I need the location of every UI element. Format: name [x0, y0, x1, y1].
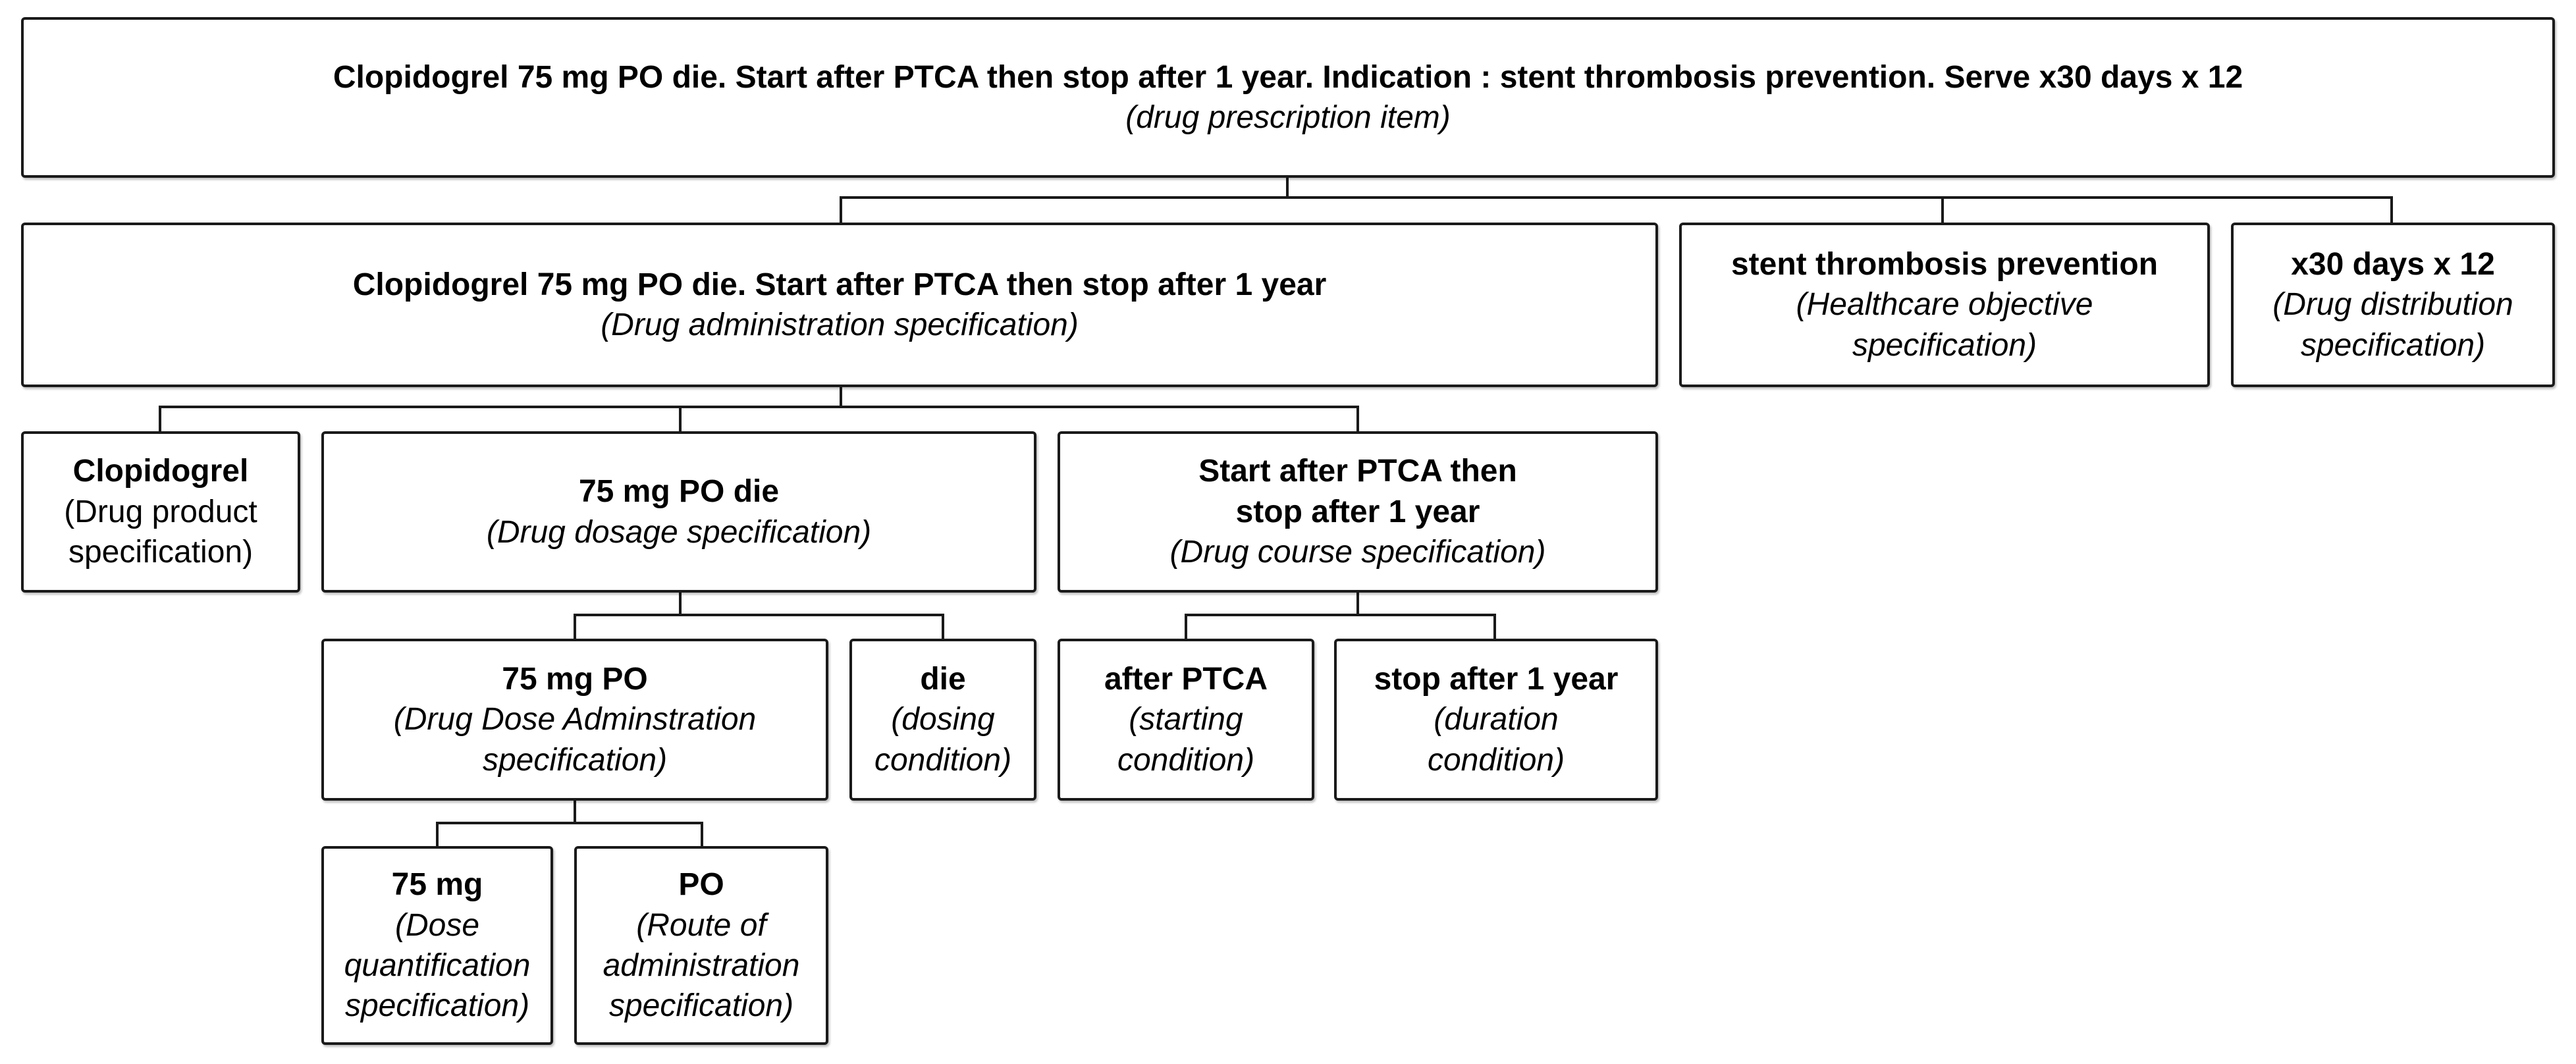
node-role: (Drug Dose Adminstration: [393, 702, 757, 737]
node-role: condition): [1427, 742, 1565, 778]
node-drug-dose-administration-spec: 75 mg PO (Drug Dose Adminstration specif…: [321, 639, 828, 801]
node-title: Clopidogrel 75 mg PO die. Start after PT…: [352, 267, 1327, 302]
node-drug-prescription-item: Clopidogrel 75 mg PO die. Start after PT…: [21, 17, 2555, 178]
node-drug-distribution-spec: x30 days x 12 (Drug distribution specifi…: [2231, 223, 2555, 387]
node-title: 75 mg: [391, 867, 483, 903]
node-title: stop after 1 year: [1374, 661, 1619, 697]
node-healthcare-objective-spec: stent thrombosis prevention (Healthcare …: [1679, 223, 2210, 387]
node-dose-quantification-spec: 75 mg (Dose quantification specification…: [321, 846, 553, 1045]
node-role: specification): [2300, 327, 2486, 363]
node-route-of-administration-spec: PO (Route of administration specificatio…: [574, 846, 828, 1045]
node-role: (Drug distribution: [2272, 287, 2513, 323]
node-role: condition): [1117, 742, 1255, 778]
node-duration-condition: stop after 1 year (duration condition): [1334, 639, 1658, 801]
node-title: stop after 1 year: [1235, 494, 1480, 529]
node-role: (Drug course specification): [1169, 535, 1546, 570]
node-title: die: [920, 661, 966, 697]
node-role: (dosing: [891, 702, 995, 737]
node-starting-condition: after PTCA (starting condition): [1058, 639, 1314, 801]
connector-course-children: [1185, 591, 1496, 639]
node-title: stent thrombosis prevention: [1731, 246, 2159, 282]
node-role: specification): [344, 988, 530, 1024]
node-title: 75 mg PO die: [578, 474, 780, 510]
node-role: (Drug product: [64, 494, 257, 529]
node-title: Clopidogrel: [72, 454, 249, 489]
connector-root-children: [840, 176, 2393, 223]
node-title: PO: [678, 867, 724, 903]
node-role: (Drug administration specification): [601, 307, 1079, 342]
node-role: (Route of: [636, 907, 766, 943]
node-title: Clopidogrel 75 mg PO die. Start after PT…: [333, 59, 2243, 95]
node-title: after PTCA: [1104, 661, 1268, 697]
node-role: (duration: [1434, 702, 1559, 737]
node-drug-dosage-spec: 75 mg PO die (Drug dosage specification): [321, 431, 1036, 593]
node-title: 75 mg PO: [502, 661, 648, 697]
node-role: specification): [1852, 327, 2037, 363]
node-drug-product-spec: Clopidogrel (Drug product specification): [21, 431, 300, 593]
node-role: (starting: [1129, 702, 1243, 737]
node-drug-administration-spec: Clopidogrel 75 mg PO die. Start after PT…: [21, 223, 1658, 387]
node-role: specification): [608, 988, 794, 1024]
node-title: x30 days x 12: [2291, 246, 2495, 282]
connector-dosage-children: [574, 591, 944, 639]
node-drug-course-spec: Start after PTCA then stop after 1 year …: [1058, 431, 1658, 593]
node-role: (Drug dosage specification): [486, 514, 872, 550]
node-dosing-condition: die (dosing condition): [849, 639, 1036, 801]
connector-admin-children: [159, 386, 1359, 431]
connector-doseadmin-children: [436, 799, 703, 846]
node-role: (drug prescription item): [1125, 100, 1451, 135]
node-role: condition): [874, 742, 1012, 778]
node-role: (Dose: [394, 907, 480, 943]
node-title: Start after PTCA then: [1198, 454, 1517, 489]
node-role: specification): [482, 742, 668, 778]
node-role: administration: [603, 948, 800, 983]
node-role: quantification: [344, 948, 531, 983]
node-role: specification): [68, 535, 254, 570]
node-role: (Healthcare objective: [1796, 287, 2093, 323]
